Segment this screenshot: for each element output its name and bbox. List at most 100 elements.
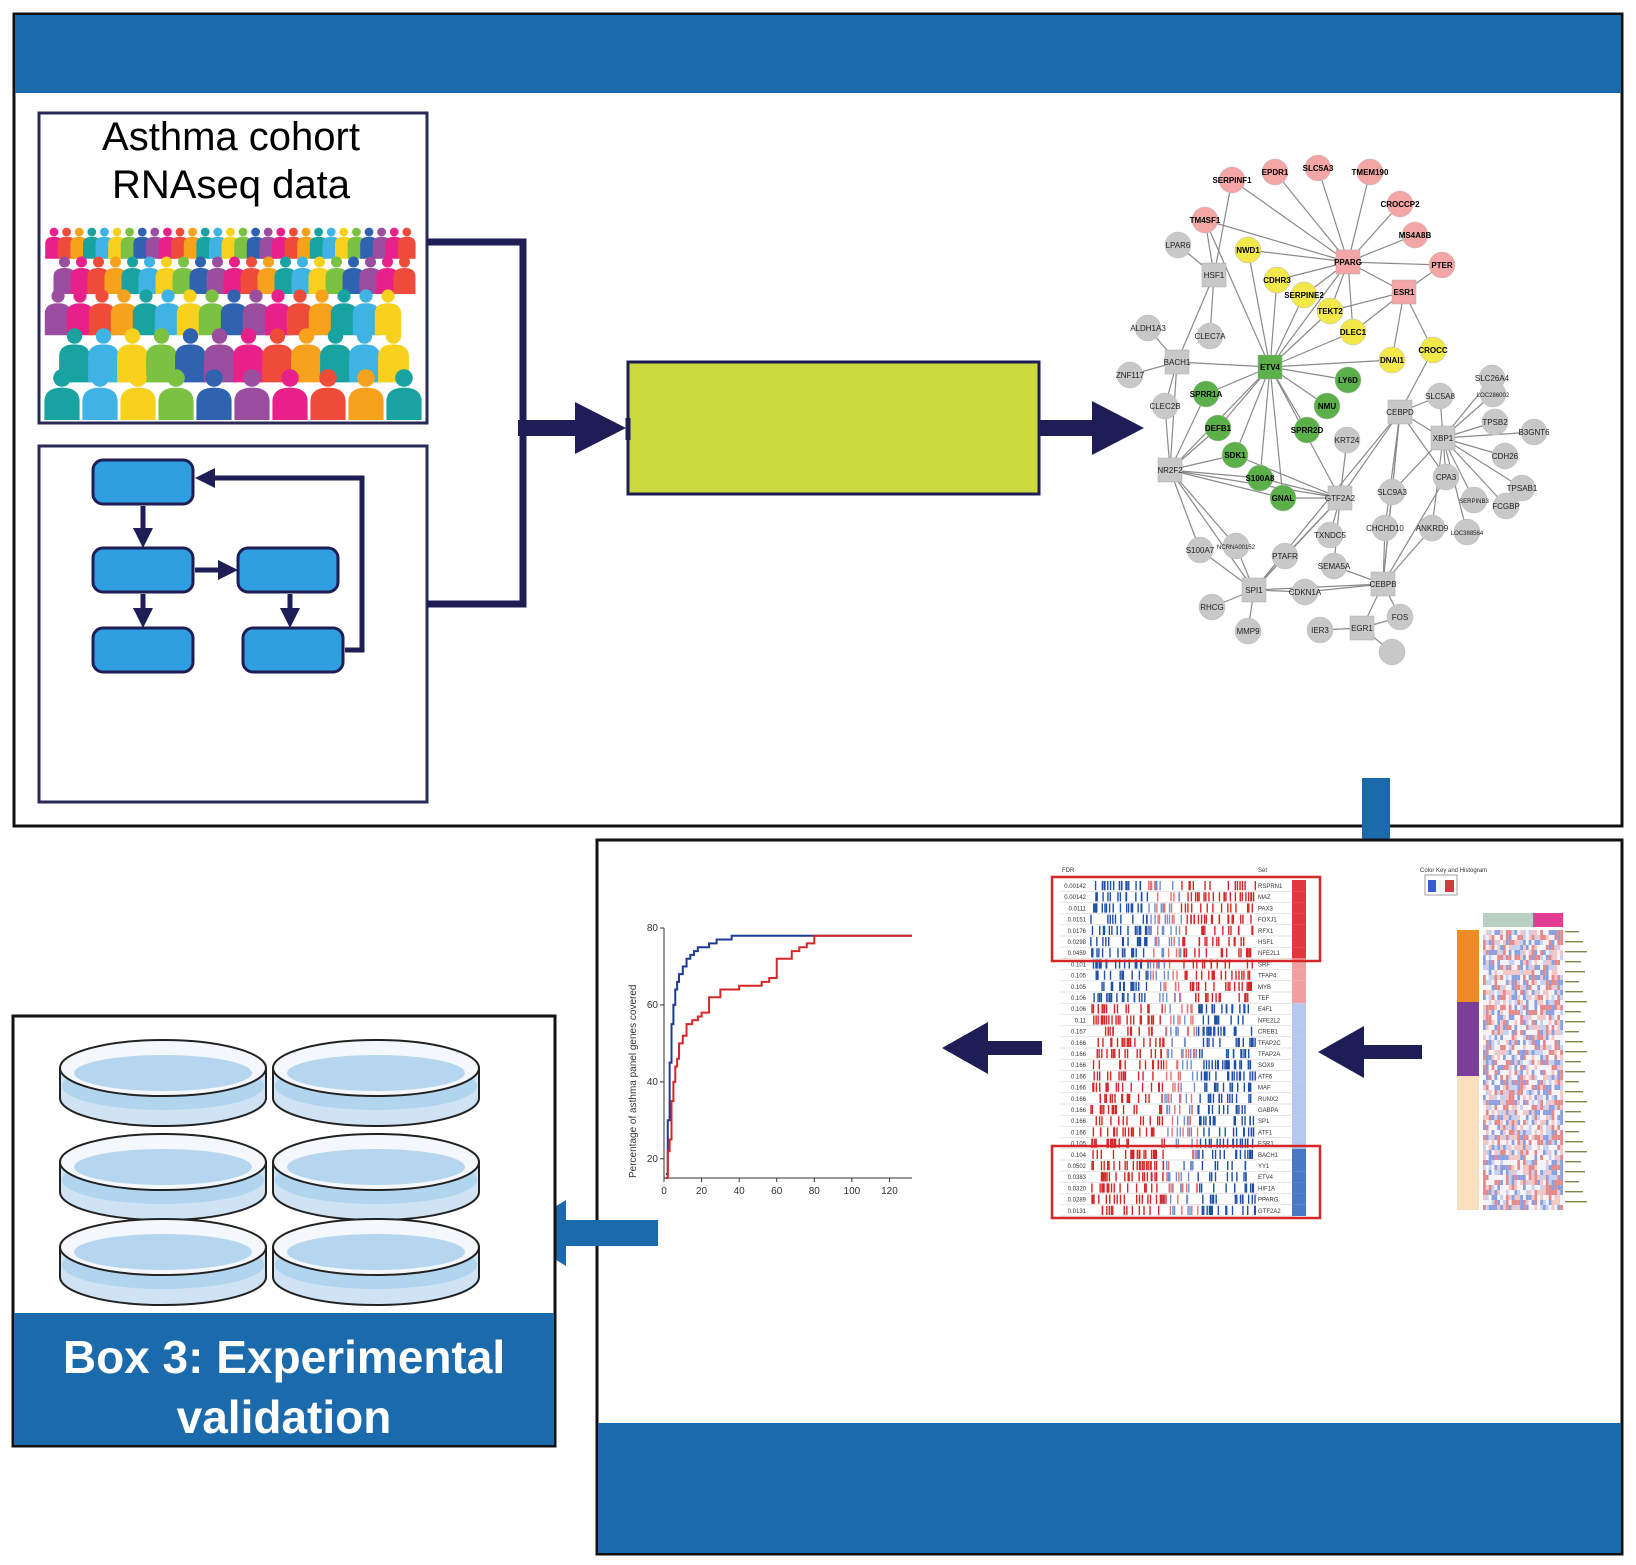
barcode-tick (1216, 1138, 1218, 1148)
heatmap-cell (1560, 1045, 1563, 1050)
heatmap-cell (1503, 945, 1506, 950)
heatmap-cell (1497, 1025, 1501, 1030)
heatmap-cell (1520, 1140, 1523, 1145)
heatmap-cell (1503, 1170, 1506, 1175)
heatmap-cell (1491, 1200, 1495, 1205)
barcode-tick (1210, 1205, 1213, 1215)
heatmap-cell (1548, 1105, 1552, 1110)
heatmap-cell (1557, 1015, 1561, 1020)
heatmap-cell (1537, 990, 1541, 995)
network-node-label: SERPINE2 (1284, 291, 1324, 300)
barcode-tick (1187, 1026, 1190, 1036)
enrichment-fdr: 0.0502 (1068, 1164, 1087, 1170)
heatmap-cell (1540, 1110, 1543, 1115)
heatmap-cell (1503, 980, 1506, 985)
heatmap-cell (1528, 1160, 1532, 1165)
heatmap-cell (1497, 970, 1501, 975)
heatmap-cell (1554, 940, 1558, 945)
heatmap-cell (1540, 1020, 1543, 1025)
heatmap-cell (1537, 1090, 1541, 1095)
heatmap-cell (1548, 1185, 1552, 1190)
heatmap-cell (1505, 1085, 1509, 1090)
barcode-tick (1191, 1004, 1193, 1014)
barcode-tick (1205, 948, 1208, 958)
barcode-tick (1179, 1015, 1181, 1025)
barcode-tick (1167, 1127, 1169, 1137)
heatmap-cell (1517, 1030, 1521, 1035)
barcode-tick (1208, 1105, 1210, 1115)
barcode-tick (1247, 1194, 1250, 1204)
barcode-tick (1190, 892, 1193, 902)
heatmap-cell (1554, 960, 1558, 965)
heatmap-cell (1517, 1170, 1521, 1175)
heatmap-cell (1545, 980, 1549, 985)
barcode-tick (1162, 1060, 1165, 1070)
barcode-tick (1222, 1138, 1225, 1148)
heatmap-cell (1497, 980, 1501, 985)
barcode-tick (1183, 1037, 1186, 1047)
heatmap-cell (1505, 1100, 1509, 1105)
barcode-tick (1227, 903, 1229, 913)
barcode-tick (1244, 1116, 1246, 1126)
heatmap-cell (1483, 965, 1486, 970)
person-head (382, 256, 393, 268)
heatmap-cell (1525, 1035, 1529, 1040)
heatmap-cell (1545, 1130, 1549, 1135)
barcode-tick (1114, 1105, 1117, 1115)
heatmap-cell (1554, 980, 1558, 985)
person-head (87, 227, 97, 237)
barcode-tick (1209, 1116, 1211, 1126)
heatmap-cell (1525, 1165, 1529, 1170)
heatmap-cell (1517, 1125, 1521, 1130)
heatmap-cell (1494, 1040, 1498, 1045)
heatmap-cell (1520, 1100, 1523, 1105)
barcode-tick (1187, 1116, 1189, 1126)
heatmap-cell (1545, 1075, 1549, 1080)
enrichment-set-label: ATF6 (1258, 1074, 1273, 1080)
heatmap-cell (1500, 1030, 1503, 1035)
barcode-tick (1142, 948, 1145, 958)
barcode-tick (1121, 1093, 1123, 1103)
heatmap-cell (1551, 1040, 1555, 1045)
heatmap-cell (1488, 1005, 1492, 1010)
heatmap-cell (1554, 965, 1558, 970)
barcode-tick (1201, 1205, 1204, 1215)
barcode-tick (1189, 881, 1191, 891)
heatmap-cell (1543, 1140, 1546, 1145)
heatmap-cell (1520, 1090, 1523, 1095)
heatmap-cell (1491, 1175, 1495, 1180)
heatmap-cell (1540, 960, 1543, 965)
heatmap-cell (1505, 955, 1509, 960)
heatmap-cell (1551, 1050, 1555, 1055)
heatmap-cell (1528, 1120, 1532, 1125)
heatmap-row-label-mark (1565, 1151, 1587, 1153)
heatmap-cell (1523, 1000, 1526, 1005)
barcode-tick (1099, 1105, 1102, 1115)
barcode-tick (1149, 1037, 1151, 1047)
network-node-label: HSF1 (1204, 271, 1225, 280)
barcode-tick (1095, 1138, 1097, 1148)
barcode-tick (1199, 1138, 1202, 1148)
heatmap-cell (1554, 1000, 1558, 1005)
heatmap-cell (1497, 1135, 1501, 1140)
barcode-tick (1213, 981, 1215, 991)
heatmap-cell (1497, 1045, 1501, 1050)
heatmap-cell (1485, 1075, 1489, 1080)
network-node-label: S100A8 (1246, 474, 1275, 483)
heatmap-cell (1517, 1120, 1521, 1125)
barcode-tick (1119, 970, 1121, 980)
barcode-tick (1233, 1060, 1236, 1070)
person-body (138, 268, 161, 294)
heatmap-cell (1523, 1195, 1526, 1200)
network-node-label: CEBPB (1369, 580, 1396, 589)
barcode-tick (1111, 1015, 1113, 1025)
heatmap-cell (1560, 1065, 1563, 1070)
person-head (178, 256, 189, 268)
barcode-tick (1205, 914, 1208, 924)
enrichment-fdr: 0.0459 (1068, 951, 1087, 957)
barcode-tick (1224, 970, 1227, 980)
heatmap-cell (1548, 1045, 1552, 1050)
barcode-tick (1217, 1060, 1219, 1070)
heatmap-cell (1523, 1055, 1526, 1060)
heatmap-cell (1497, 995, 1501, 1000)
